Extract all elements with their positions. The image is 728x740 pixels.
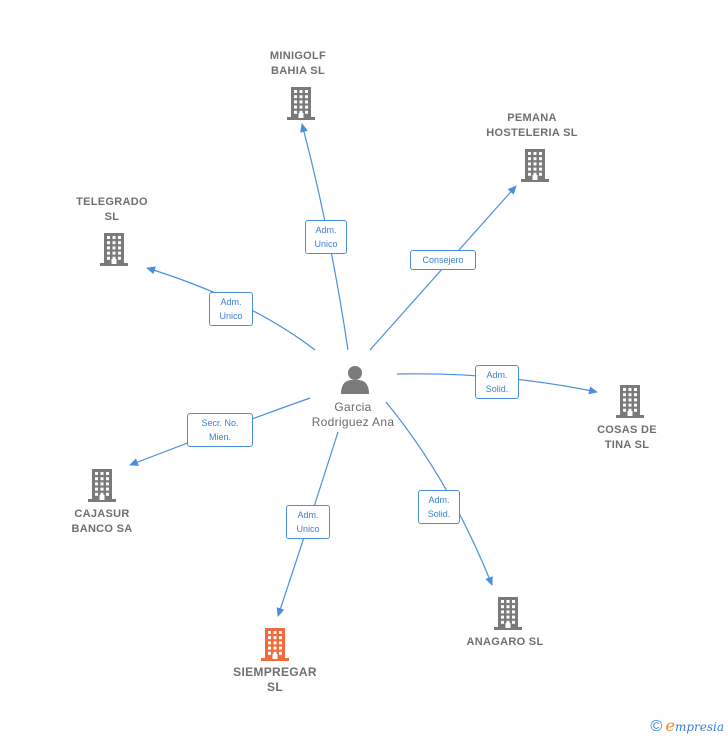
relation-label-minigolf[interactable]: Adm. Unico <box>305 220 347 254</box>
building-icon[interactable] <box>286 86 316 125</box>
center-person-name: Garcia Rodriguez Ana <box>311 400 395 429</box>
company-name-cajasur[interactable]: CAJASUR BANCO SA <box>71 508 133 535</box>
relation-label-telegrado[interactable]: Adm. Unico <box>209 292 253 326</box>
relation-label-anagaro[interactable]: Adm. Solid. <box>418 490 460 524</box>
relation-label-cajasur[interactable]: Secr. No. Mien. <box>187 413 253 447</box>
company-name-siempregar[interactable]: SIEMPREGAR SL <box>233 665 317 694</box>
relation-label-siempregar[interactable]: Adm. Unico <box>286 505 330 539</box>
company-name-pemana[interactable]: PEMANA HOSTELERIA SL <box>486 112 578 139</box>
copyright-icon: © <box>650 718 663 735</box>
person-icon <box>341 366 369 394</box>
company-name-telegrado[interactable]: TELEGRADO SL <box>76 196 148 223</box>
building-icon[interactable] <box>615 384 645 423</box>
company-name-cosas[interactable]: COSAS DE TINA SL <box>597 424 657 451</box>
building-icon[interactable] <box>520 148 550 187</box>
brand-logo-text: mpresia <box>674 720 724 734</box>
building-icon[interactable] <box>99 232 129 271</box>
building-icon[interactable] <box>493 596 523 635</box>
footer-brand: © empresia <box>650 716 724 736</box>
brand-logo-initial: e <box>665 716 675 735</box>
edge-anagaro <box>385 401 493 586</box>
building-icon[interactable] <box>87 468 117 507</box>
building-icon[interactable] <box>260 627 290 666</box>
relation-label-cosas[interactable]: Adm. Solid. <box>475 365 519 399</box>
relation-label-pemana[interactable]: Consejero <box>410 250 476 270</box>
company-name-anagaro[interactable]: ANAGARO SL <box>466 636 544 648</box>
company-name-minigolf[interactable]: MINIGOLF BAHIA SL <box>269 50 327 77</box>
